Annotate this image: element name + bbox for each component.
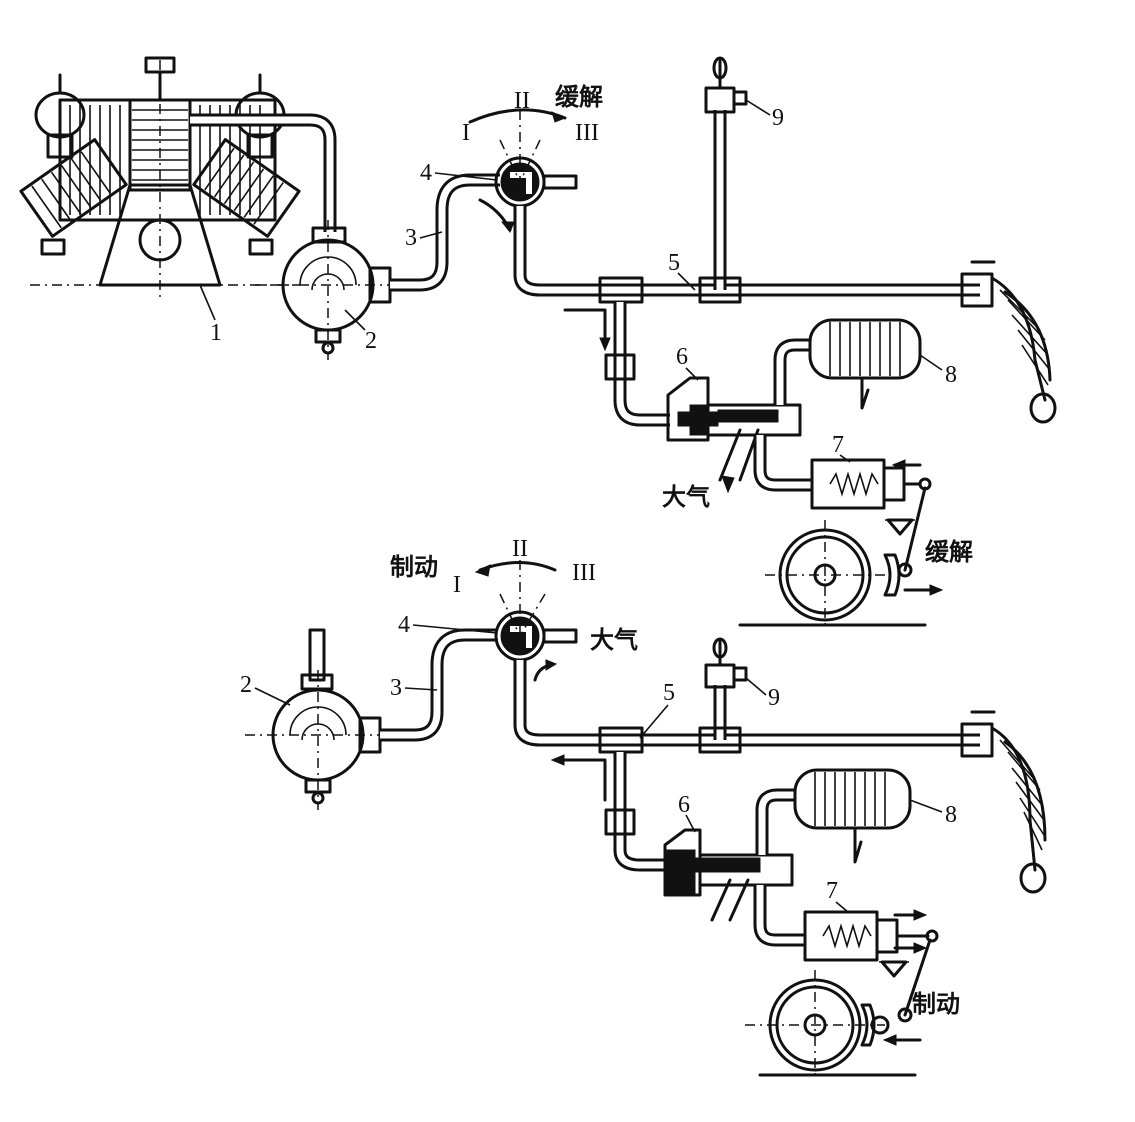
text-brake-wheel: 制动 <box>912 990 960 1018</box>
label-4-bottom: 4 <box>398 612 410 638</box>
hose-coupling-top <box>960 260 1057 424</box>
text-brake-valve: 制动 <box>390 553 438 581</box>
label-3-bottom: 3 <box>390 675 402 701</box>
label-4-top: 4 <box>420 160 432 186</box>
air-compressor <box>19 56 301 300</box>
relay-valve-6-bottom <box>663 828 794 922</box>
label-6-top: 6 <box>676 344 688 370</box>
label-3-top: 3 <box>405 225 417 251</box>
top-diagram-release: 1 2 3 4 5 6 7 8 9 I II III 缓解 大气 缓解 <box>19 56 1057 630</box>
bottom-diagram-brake: 2 3 4 5 6 7 8 9 I II III 制动 大气 制动 <box>240 536 1047 1080</box>
label-8-top: 8 <box>945 362 957 388</box>
brake-chamber-7-top <box>810 458 932 578</box>
label-1: 1 <box>210 320 222 346</box>
label-9-bottom: 9 <box>768 685 780 711</box>
label-2-bottom: 2 <box>240 672 252 698</box>
label-7-top: 7 <box>832 432 844 458</box>
label-pos-III-bottom: III <box>572 560 596 586</box>
label-7-bottom: 7 <box>826 878 838 904</box>
label-pos-II-bottom: II <box>512 536 528 562</box>
label-pos-III-top: III <box>575 120 599 146</box>
air-reservoir-8-bottom <box>793 768 912 864</box>
label-9-top: 9 <box>772 105 784 131</box>
label-8-bottom: 8 <box>945 802 957 828</box>
brake-drum-bottom <box>745 970 922 1080</box>
brake-chamber-7-bottom <box>803 909 939 1023</box>
reservoir-2-bottom <box>245 628 390 810</box>
label-2-top: 2 <box>365 328 377 354</box>
label-pos-II-top: II <box>514 88 530 114</box>
text-atmosphere-bottom: 大气 <box>590 626 638 654</box>
brake-valve-4-top <box>468 108 578 233</box>
label-6-bottom: 6 <box>678 792 690 818</box>
label-5-top: 5 <box>668 250 680 276</box>
text-release-wheel: 缓解 <box>925 538 973 566</box>
reservoir-2-top <box>255 220 400 360</box>
label-pos-I-bottom: I <box>453 572 461 598</box>
label-5-bottom: 5 <box>663 680 675 706</box>
hose-coupling-bottom <box>960 710 1047 894</box>
label-pos-I-top: I <box>462 120 470 146</box>
text-atmosphere-top: 大气 <box>662 483 710 511</box>
brake-drum-top <box>738 520 944 630</box>
air-reservoir-8-top <box>808 318 922 410</box>
text-release-top: 缓解 <box>555 83 603 111</box>
